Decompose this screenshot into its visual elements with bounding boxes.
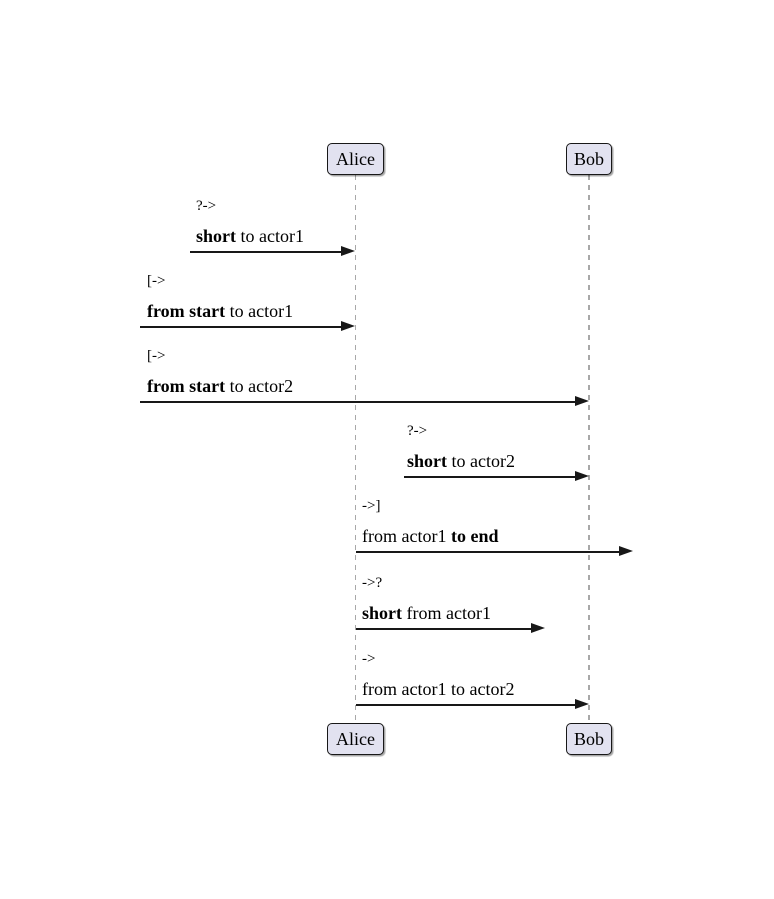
lifeline-bob [588,175,590,723]
message-label-part: to actor1 [225,301,294,321]
message-arrowhead-7 [575,699,589,710]
message-label-2: from start to actor1 [147,302,293,320]
message-label-part: to actor2 [225,376,294,396]
message-arrowhead-2 [341,321,355,332]
message-operator-3: [-> [147,348,166,364]
actor-name-bob: Bob [573,728,604,749]
actor-box-bob-bottom: Bob [566,723,612,755]
message-operator-6: ->? [362,575,383,591]
message-label-part: from start [147,376,226,396]
actor-box-alice-bottom: Alice [327,723,384,755]
message-arrow-line-1 [190,251,345,253]
message-label-part: to actor1 [236,226,304,246]
message-arrowhead-4 [575,471,589,482]
message-label-part: short [362,603,402,623]
actor-name-alice: Alice [336,728,375,749]
message-arrow-line-3 [140,401,579,403]
message-arrow-line-7 [356,704,579,706]
message-label-6: short from actor1 [362,604,491,622]
message-arrowhead-6 [531,623,545,634]
message-label-part: to end [450,526,499,546]
message-label-4: short to actor2 [407,452,515,470]
message-arrowhead-1 [341,246,355,257]
message-operator-7: -> [362,651,376,667]
message-arrow-line-4 [404,476,579,478]
actor-box-bob-top: Bob [566,143,612,175]
message-arrowhead-3 [575,396,589,407]
message-label-part: from actor1 [362,526,451,546]
actor-box-alice-top: Alice [327,143,384,175]
message-arrow-line-5 [356,551,623,553]
message-label-part: to actor2 [447,451,515,471]
message-arrowhead-5 [619,546,633,557]
message-operator-4: ?-> [407,423,428,439]
message-label-part: short [407,451,447,471]
message-arrow-line-6 [356,628,535,630]
message-operator-5: ->] [362,498,381,514]
message-label-5: from actor1 to end [362,527,498,545]
message-label-part: from start [147,301,226,321]
actor-name-alice: Alice [336,148,375,169]
message-label-part: from actor1 to actor2 [362,679,515,699]
actor-name-bob: Bob [573,148,604,169]
message-label-part: short [196,226,236,246]
lifeline-alice [354,175,357,723]
message-label-1: short to actor1 [196,227,304,245]
message-label-7: from actor1 to actor2 [362,680,514,698]
message-label-part: from actor1 [402,603,491,623]
message-operator-1: ?-> [196,198,217,214]
message-operator-2: [-> [147,273,166,289]
message-arrow-line-2 [140,326,345,328]
message-label-3: from start to actor2 [147,377,293,395]
